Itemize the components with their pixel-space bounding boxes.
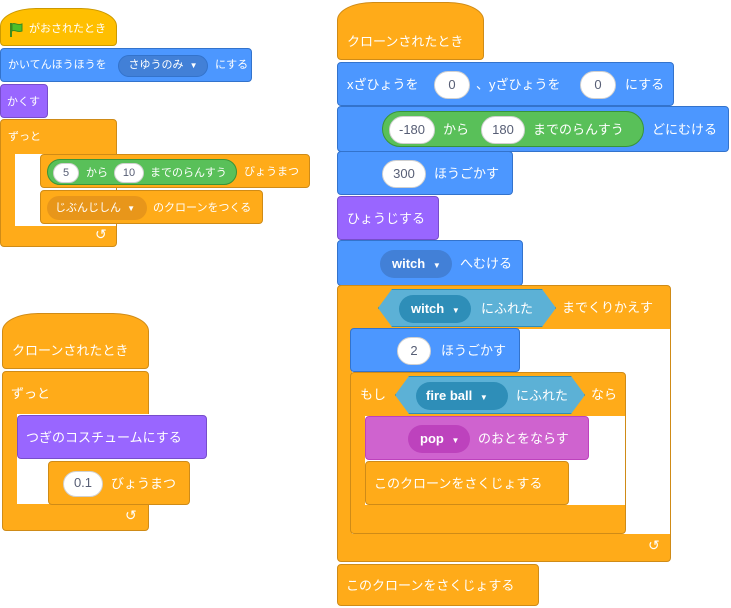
random-from-input[interactable]: 5 [53,163,79,183]
sound-dropdown[interactable]: pop ▼ [408,425,470,453]
move-suffix: ほうごかす [434,166,500,181]
loop-arrow-icon: ↺ [125,507,137,523]
random-to-input[interactable]: 180 [481,116,525,144]
hat-label: クローンされたとき [12,343,129,358]
if-touching-condition[interactable]: fire ball ▼ にふれた [395,376,585,414]
next-costume-block[interactable]: つぎのコスチュームにする [17,415,207,459]
chevron-down-icon: ▼ [432,261,441,270]
goto-y-input[interactable]: 0 [580,71,616,99]
random-operator[interactable]: -180 から 180 までのらんすう [382,111,644,147]
random-to-input[interactable]: 10 [114,163,144,183]
goto-x-label: xざひょうを [347,77,419,92]
touching-condition[interactable]: witch ▼ にふれた [378,289,556,327]
move-steps-block-2[interactable]: 2 ほうごかす [350,328,520,372]
chevron-down-icon: ▼ [451,306,460,315]
hat-label: がおされたとき [29,23,106,35]
sound-value: pop [420,431,444,446]
wait-seconds-input[interactable]: 0.1 [63,471,103,497]
move-suffix: ほうごかす [441,343,507,358]
create-clone-block[interactable]: じぶんじしん ▼ のクローンをつくる [40,190,263,224]
move-steps-input[interactable]: 300 [382,160,426,188]
goto-xy-block[interactable]: xざひょうを 0 、yざひょうを 0 にする [337,62,674,106]
rotation-style-dropdown[interactable]: さゆうのみ ▼ [118,55,208,77]
when-flag-clicked-block[interactable]: がおされたとき [0,8,117,46]
wait-block[interactable]: 0.1 びょうまつ [48,461,190,505]
point-towards-block[interactable]: witch ▼ へむける [337,240,523,286]
repeat-until-suffix: までくりかえす [562,300,654,315]
random-from-input[interactable]: -180 [389,116,435,144]
random-kara-label: から [443,122,470,137]
show-label: ひょうじする [347,211,426,226]
point-suffix: どにむける [652,122,718,137]
point-towards-suffix: へむける [460,256,513,271]
point-towards-value: witch [392,256,426,271]
sound-suffix: のおとをならす [478,431,569,446]
if-touching-suffix: にふれた [516,388,569,403]
play-sound-block[interactable]: pop ▼ のおとをならす [365,416,589,460]
chevron-down-icon: ▼ [451,436,460,445]
wait-suffix: びょうまつ [244,166,299,178]
loop-arrow-icon: ↺ [95,226,107,242]
create-clone-suffix: のクローンをつくる [153,202,252,214]
set-rotation-style-block[interactable]: かいてんほうほうを さゆうのみ ▼ にする [0,48,252,82]
wait-suffix: びょうまつ [111,476,177,491]
touching-dropdown[interactable]: witch ▼ [399,295,471,323]
hat-label: クローンされたとき [347,34,464,49]
chevron-down-icon: ▼ [479,393,488,402]
clone-target-dropdown[interactable]: じぶんじしん ▼ [47,196,147,220]
delete-clone-label: このクローンをさくじょする [346,578,515,593]
next-costume-label: つぎのコスチュームにする [26,430,182,445]
loop-arrow-icon: ↺ [648,537,660,553]
clone-target-value: じぶんじしん [55,202,121,214]
when-clone-start-block[interactable]: クローンされたとき [2,313,149,369]
delete-clone-block-inner[interactable]: このクローンをさくじょする [365,461,569,505]
delete-clone-block[interactable]: このクローンをさくじょする [337,564,539,606]
if-label: もし [360,387,387,402]
random-kara-label: から [86,167,108,179]
move-steps-block[interactable]: 300 ほうごかす [337,151,513,195]
rotation-suffix: にする [215,59,249,71]
touching-value: witch [411,301,445,316]
if-touching-dropdown[interactable]: fire ball ▼ [416,382,508,410]
green-flag-icon [10,22,23,37]
forever-label: ずっと [11,386,51,401]
forever-label: ずっと [8,131,41,143]
chevron-down-icon: ▼ [127,204,135,213]
show-block[interactable]: ひょうじする [337,196,439,240]
goto-suffix: にする [625,77,665,92]
random-label: までのらんすう [533,122,624,137]
delete-clone-label: このクローンをさくじょする [374,476,543,491]
when-clone-start-block[interactable]: クローンされたとき [337,2,484,60]
random-label: までのらんすう [150,167,227,179]
wait-random-block[interactable]: 5 から 10 までのらんすう びょうまつ [40,154,310,188]
hide-block[interactable]: かくす [0,84,48,118]
random-operator[interactable]: 5 から 10 までのらんすう [47,159,237,185]
point-towards-dropdown[interactable]: witch ▼ [380,250,452,278]
if-then-label: なら [591,387,618,402]
rotation-prefix: かいてんほうほうを [8,59,107,71]
rotation-style-value: さゆうのみ [128,59,184,71]
chevron-down-icon: ▼ [189,61,198,70]
move-steps-input[interactable]: 2 [397,337,431,365]
point-direction-block[interactable]: -180 から 180 までのらんすう どにむける [337,106,729,152]
goto-y-label: 、yざひょうを [476,77,561,92]
touching-suffix: にふれた [481,301,534,316]
goto-x-input[interactable]: 0 [434,71,470,99]
if-touching-value: fire ball [426,388,473,403]
hide-label: かくす [7,96,40,108]
